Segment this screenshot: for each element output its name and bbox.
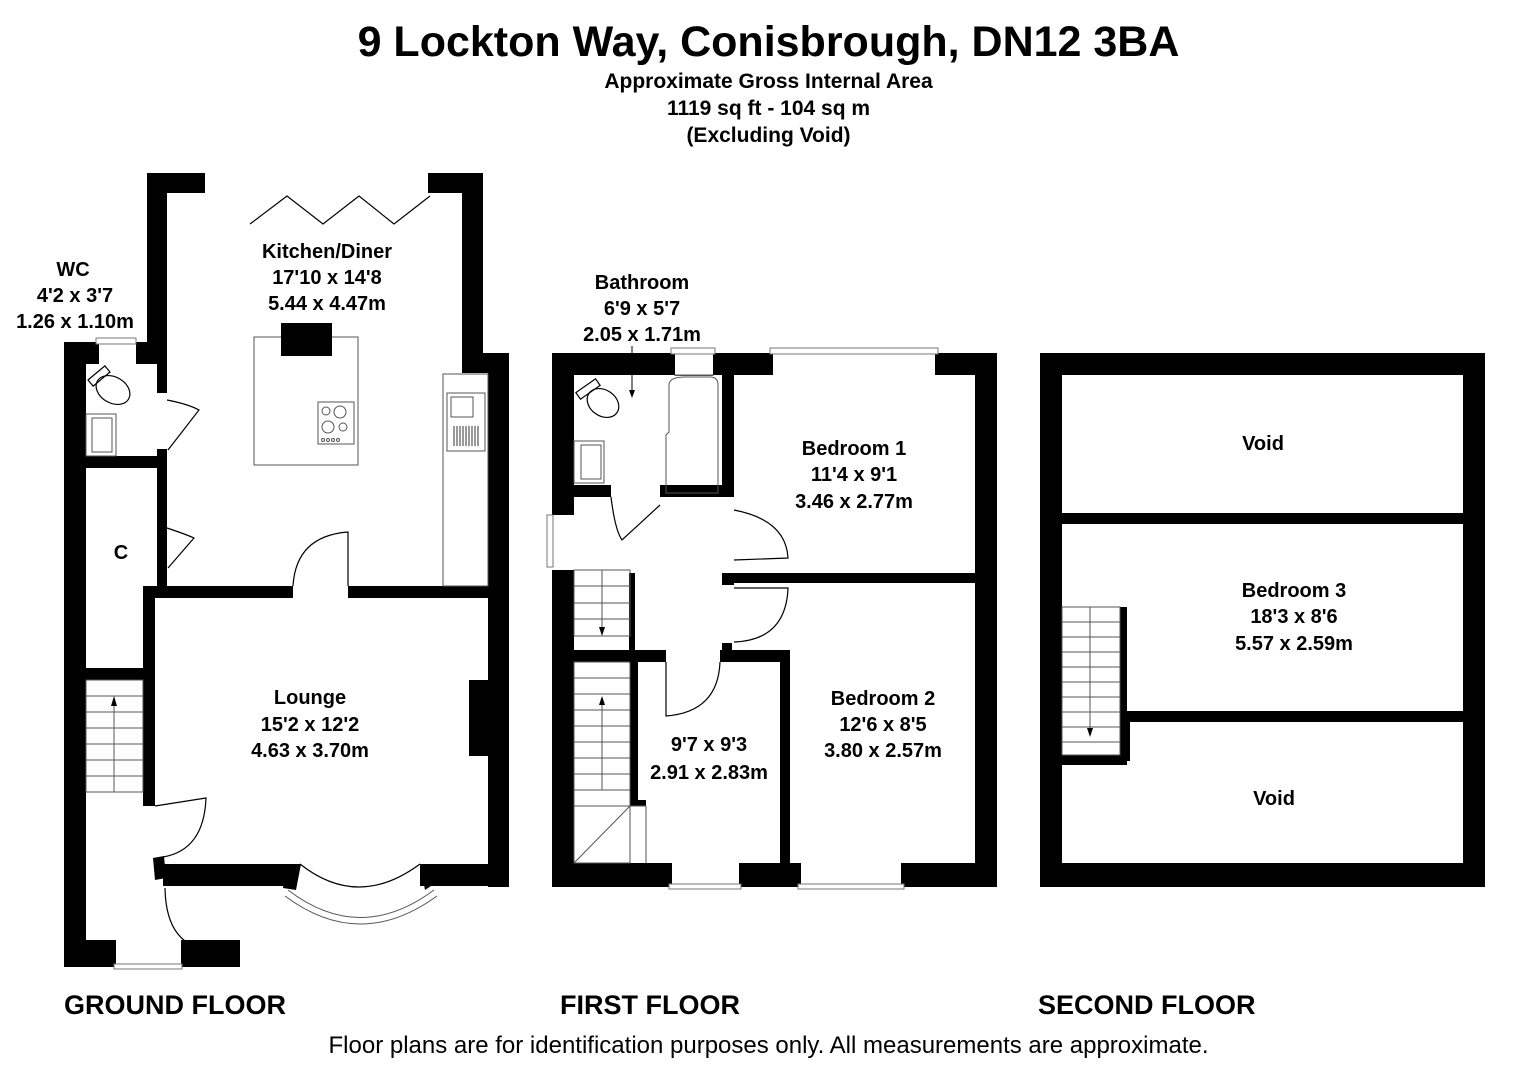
kitchen-imperial: 17'10 x 14'8	[272, 267, 382, 289]
first-floor-plan: Bathroom 6'9 x 5'7 2.05 x 1.71m Bedroom …	[546, 272, 997, 890]
second-floor-label: SECOND FLOOR	[1038, 990, 1256, 1020]
void-bottom-name: Void	[1253, 788, 1295, 810]
bathroom-imperial: 6'9 x 5'7	[604, 298, 680, 320]
kitchen-metric: 5.44 x 4.47m	[268, 293, 386, 315]
second-floor-stairs	[1061, 606, 1121, 756]
bedroom2-imperial: 12'6 x 8'5	[839, 714, 926, 736]
cupboard-name: C	[114, 542, 128, 564]
wc-name: WC	[56, 259, 89, 281]
bedroom1-metric: 3.46 x 2.77m	[795, 491, 913, 513]
bathroom-name: Bathroom	[595, 272, 689, 294]
area-note: (Excluding Void)	[686, 124, 851, 147]
void-top-name: Void	[1242, 433, 1284, 455]
bedroom3-metric: 5.57 x 2.59m	[1235, 633, 1353, 655]
study-imperial: 9'7 x 9'3	[671, 734, 747, 756]
study-metric: 2.91 x 2.83m	[650, 762, 768, 784]
bathroom-metric: 2.05 x 1.71m	[583, 324, 701, 346]
lounge-metric: 4.63 x 3.70m	[251, 740, 369, 762]
first-floor-label: FIRST FLOOR	[560, 990, 740, 1020]
first-floor-stairs	[573, 569, 647, 864]
wc-imperial: 4'2 x 3'7	[37, 285, 113, 307]
bedroom3-imperial: 18'3 x 8'6	[1250, 606, 1337, 628]
lounge-imperial: 15'2 x 12'2	[261, 714, 360, 736]
bedroom2-name: Bedroom 2	[831, 688, 935, 710]
bedroom2-metric: 3.80 x 2.57m	[824, 740, 942, 762]
kitchen-name: Kitchen/Diner	[262, 241, 392, 263]
area-label: Approximate Gross Internal Area	[604, 70, 933, 93]
bedroom1-imperial: 11'4 x 9'1	[811, 464, 897, 486]
bedroom1-name: Bedroom 1	[802, 438, 906, 460]
ground-floor-plan: WC 4'2 x 3'7 1.26 x 1.10m Kitchen/Diner …	[16, 173, 509, 970]
disclaimer-text: Floor plans are for identification purpo…	[328, 1032, 1209, 1059]
area-value: 1119 sq ft - 104 sq m	[666, 97, 871, 120]
bedroom3-name: Bedroom 3	[1242, 580, 1346, 602]
ground-floor-label: GROUND FLOOR	[64, 990, 286, 1020]
lounge-name: Lounge	[274, 687, 346, 709]
wc-metric: 1.26 x 1.10m	[16, 311, 134, 333]
second-floor-plan: Void Bedroom 3 18'3 x 8'6 5.57 x 2.59m V…	[1040, 353, 1485, 887]
property-address-title: 9 Lockton Way, Conisbrough, DN12 3BA	[357, 18, 1180, 66]
ground-floor-stairs	[85, 679, 144, 793]
